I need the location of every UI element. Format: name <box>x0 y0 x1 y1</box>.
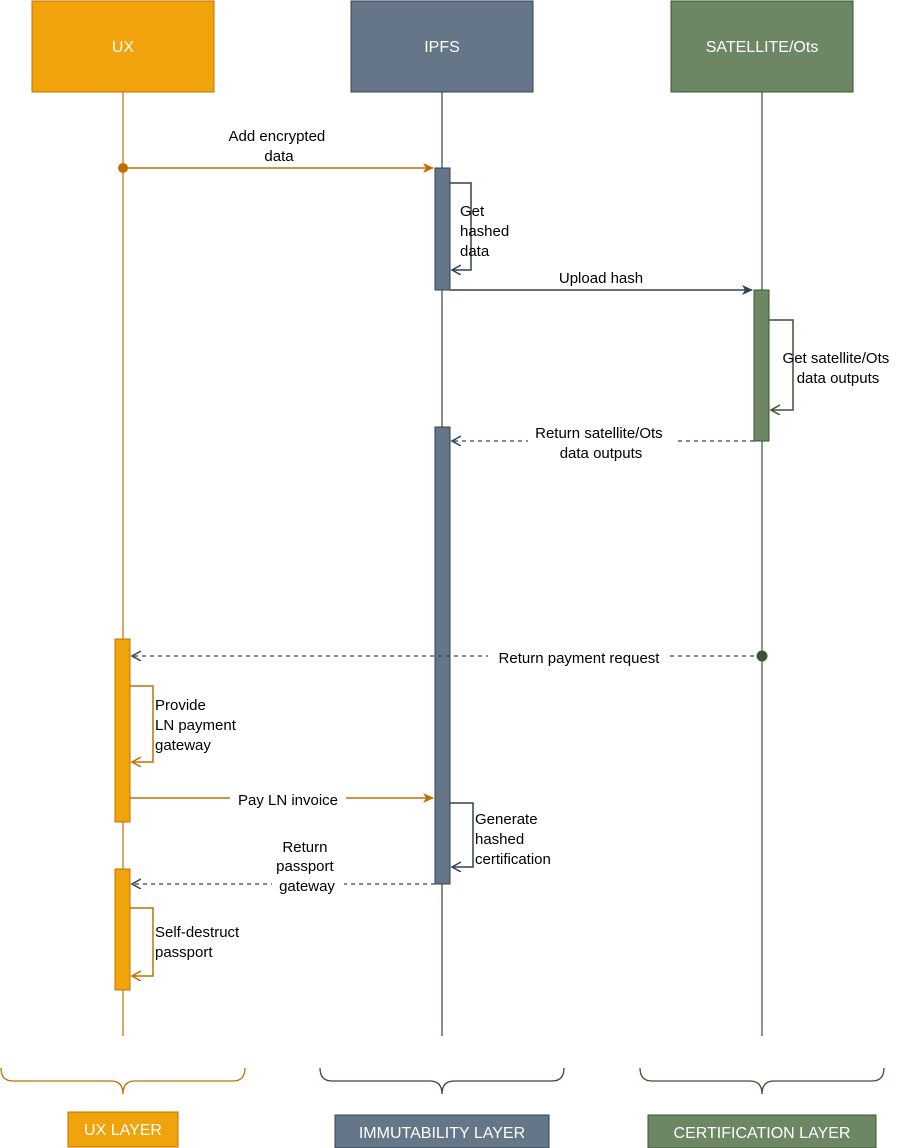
message-label: Return passport gateway <box>276 839 338 895</box>
message-label-line: passport <box>276 858 334 875</box>
message-label-line: Generate <box>475 811 538 828</box>
message-label-line: data <box>460 243 490 260</box>
message-label-line: Return <box>282 839 327 856</box>
message-pay-ln-invoice: Pay LN invoice <box>130 789 434 809</box>
message-label: Self-destruct passport <box>155 924 243 961</box>
message-label: Provide LN payment gateway <box>155 697 240 754</box>
message-get-hashed-data: Get hashed data <box>450 182 513 270</box>
self-call-arrow <box>130 685 154 762</box>
self-call-arrow <box>130 907 154 976</box>
message-label-line: hashed <box>475 831 524 848</box>
message-label: Add encrypted data <box>229 128 330 165</box>
ipfs-activation-1 <box>434 167 451 291</box>
certification-layer-brace <box>639 1067 885 1095</box>
message-label-line: Self-destruct <box>155 924 240 941</box>
message-label: Get satellite/Ots data outputs <box>783 350 894 387</box>
message-add-encrypted-data: Add encrypted data <box>118 128 434 173</box>
message-label-bg <box>230 789 346 808</box>
certification-layer-box <box>647 1114 877 1148</box>
message-label-line: passport <box>155 944 213 961</box>
message-return-passport-gateway: Return passport gateway <box>132 839 435 895</box>
message-label: Generate hashed certification <box>475 811 551 868</box>
message-label-line: data outputs <box>797 370 880 387</box>
message-label-bg <box>272 876 344 894</box>
message-label: Upload hash <box>559 270 643 287</box>
lifeline-sat-header <box>670 0 854 93</box>
sat-activation-1 <box>753 289 770 442</box>
immutability-layer-label: IMMUTABILITY LAYER <box>359 1125 525 1142</box>
message-label: Return satellite/Ots data outputs <box>535 425 667 462</box>
message-generate-certification: Generate hashed certification <box>450 802 551 868</box>
certification-layer-badge: CERTIFICATION LAYER <box>647 1114 877 1148</box>
message-label-line: data outputs <box>560 445 643 462</box>
immutability-layer-brace <box>319 1067 565 1095</box>
ux-layer-box <box>67 1111 179 1148</box>
self-call-arrow <box>450 182 472 270</box>
lifeline-ux-label: UX <box>112 39 135 56</box>
message-label-line: data <box>264 148 294 165</box>
message-label-line: certification <box>475 851 551 868</box>
message-label-line: gateway <box>155 737 211 754</box>
message-label-line: Add encrypted <box>229 128 326 145</box>
lifeline-ipfs-label: IPFS <box>424 39 460 56</box>
message-return-payment-request: Return payment request <box>132 647 768 667</box>
message-label-line: Provide <box>155 697 206 714</box>
message-label-line: Get satellite/Ots <box>783 350 890 367</box>
message-label-bg <box>488 647 670 666</box>
message-self-destruct-passport: Self-destruct passport <box>130 907 243 976</box>
lifeline-ux: UX <box>31 0 215 1036</box>
immutability-layer-badge: IMMUTABILITY LAYER <box>334 1114 550 1148</box>
message-get-satellite-outputs: Get satellite/Ots data outputs <box>769 319 894 410</box>
message-provide-ln-gateway: Provide LN payment gateway <box>130 685 240 762</box>
ux-activation-2 <box>114 868 131 991</box>
ux-activation-1 <box>114 638 131 823</box>
message-label-line: Return satellite/Ots <box>535 425 663 442</box>
message-label-line: LN payment <box>155 717 237 734</box>
lifeline-sat: SATELLITE/Ots <box>670 0 854 1036</box>
ux-layer-label: UX LAYER <box>84 1122 162 1139</box>
ux-layer-brace <box>0 1067 246 1095</box>
certification-layer-label: CERTIFICATION LAYER <box>674 1125 851 1142</box>
lifeline-sat-label: SATELLITE/Ots <box>706 39 819 56</box>
self-call-arrow <box>450 802 474 867</box>
self-call-arrow <box>769 319 794 410</box>
ux-layer-badge: UX LAYER <box>67 1111 179 1148</box>
message-upload-hash: Upload hash <box>450 270 753 295</box>
message-label: Return payment request <box>499 650 661 667</box>
message-return-satellite-outputs: Return satellite/Ots data outputs <box>452 423 754 463</box>
lifeline-ux-header <box>31 0 215 93</box>
message-label-bg <box>528 423 678 463</box>
message-label-line: hashed <box>460 223 509 240</box>
message-label: Pay LN invoice <box>238 792 338 809</box>
message-label: Get hashed data <box>460 203 513 260</box>
message-label-line: gateway <box>279 878 335 895</box>
immutability-layer-box <box>334 1114 550 1148</box>
message-label-line: Get <box>460 203 485 220</box>
